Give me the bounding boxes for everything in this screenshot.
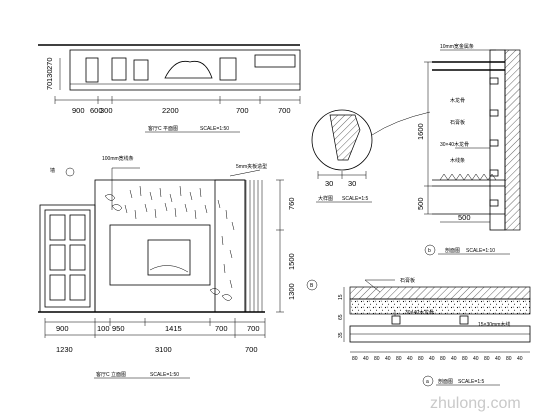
section-a-scale: SCALE=1:5 <box>458 379 484 385</box>
section-a-dim-left-2: 35 <box>338 332 344 338</box>
elev-dim-3100: 3100 <box>155 345 172 354</box>
plan-view: 900 300 2200 700 700 600 270 130 70 客厅C … <box>38 44 301 133</box>
plan-dim-270: 270 <box>45 57 54 70</box>
section-a-dim-6: 80 <box>418 356 424 362</box>
section-a-bottom-dims: 80 40 80 40 80 40 80 40 80 40 80 40 80 4… <box>352 356 523 362</box>
section-b-note-top: 10mm宽金属条 <box>440 43 474 50</box>
section-b-dim-1600: 1600 <box>416 123 425 140</box>
elevation-marker: B <box>310 283 314 289</box>
elev-dim-1300: 1300 <box>287 283 296 300</box>
elevation-view: 100mm宽线条 5mm夹板造型 墙 900 100 950 1415 700 … <box>38 155 318 379</box>
detail-circle-view: 30 30 大样图 SCALE=1:5 <box>311 109 431 203</box>
elev-dim-100: 100 <box>97 324 110 333</box>
section-a-dim-9: 40 <box>451 356 457 362</box>
section-a-dim-8: 80 <box>440 356 446 362</box>
section-a-dim-7: 40 <box>429 356 435 362</box>
elevation-label-a: 墙 <box>50 167 55 174</box>
section-a-dim-4: 80 <box>396 356 402 362</box>
section-a-dim-0: 80 <box>352 356 358 362</box>
section-a-dim-15: 40 <box>517 356 523 362</box>
section-a-dim-14: 80 <box>506 356 512 362</box>
section-b-label-2: 石膏板 <box>450 119 465 126</box>
elevation-note-top: 100mm宽线条 <box>102 155 134 162</box>
section-a-marker: a <box>426 379 429 385</box>
elev-dim-950: 950 <box>112 324 125 333</box>
plan-dim-700-b: 700 <box>278 106 291 115</box>
elev-dim-900: 900 <box>56 324 69 333</box>
section-a-dim-13: 40 <box>495 356 501 362</box>
elevation-scale: SCALE=1:50 <box>150 372 179 378</box>
section-a-dim-10: 80 <box>462 356 468 362</box>
plan-scale: SCALE=1:50 <box>200 126 229 132</box>
section-a-dim-left-0: 15 <box>338 294 344 300</box>
section-a-dim-2: 80 <box>374 356 380 362</box>
decorative-pattern <box>104 185 235 301</box>
elev-dim-1500: 1500 <box>287 253 296 270</box>
section-b-scale: SCALE=1:10 <box>466 248 495 254</box>
elev-dim-700-a: 700 <box>215 324 228 333</box>
elev-dim-700-b: 700 <box>247 324 260 333</box>
section-b-view: 10mm宽金属条 30×40木龙骨 木龙骨 石膏板 木线条 1600 500 5… <box>416 43 521 256</box>
section-b-caption: 剖面图 <box>445 247 460 254</box>
detail-scale: SCALE=1:5 <box>342 196 368 202</box>
elevation-note-right: 5mm夹板造型 <box>236 163 267 170</box>
elev-dim-760: 760 <box>287 197 296 210</box>
section-a-dim-1: 40 <box>363 356 369 362</box>
vertical-slat-panel <box>245 180 263 312</box>
section-a-note-top: 石膏板 <box>400 277 415 284</box>
detail-dim-30-a: 30 <box>325 179 333 188</box>
elev-dim-1230: 1230 <box>56 345 73 354</box>
section-b-marker: b <box>428 248 431 254</box>
section-b-dim-500-bottom: 500 <box>458 213 471 222</box>
plan-dim-600: 600 <box>90 106 103 115</box>
watermark: zhulong.com <box>430 395 521 412</box>
section-b-dim-500-left: 500 <box>416 197 425 210</box>
section-a-dim-5: 40 <box>407 356 413 362</box>
plan-dim-2200: 2200 <box>162 106 179 115</box>
plan-dim-900: 900 <box>72 106 85 115</box>
elevation-caption: 客厅C 立面图 <box>96 371 126 378</box>
plan-caption: 客厅C 平面图 <box>148 125 178 132</box>
section-b-note-mid: 30×40木龙骨 <box>440 141 469 148</box>
section-b-studs <box>489 77 499 207</box>
detail-caption: 大样图 <box>318 195 333 202</box>
section-a-dim-12: 80 <box>484 356 490 362</box>
plan-dim-70: 70 <box>45 82 54 90</box>
section-b-label-1: 木龙骨 <box>450 97 465 104</box>
section-a-view: 石膏板 30×40木龙骨 15×30mm木线 80 40 80 40 80 40… <box>338 277 531 387</box>
plan-dim-130: 130 <box>45 69 54 82</box>
section-a-dim-11: 40 <box>473 356 479 362</box>
section-a-note-mid: 30×40木龙骨 <box>405 309 434 316</box>
plan-dim-700-a: 700 <box>236 106 249 115</box>
section-a-note-right: 15×30mm木线 <box>478 321 510 328</box>
section-a-dim-3: 40 <box>385 356 391 362</box>
section-b-label-3: 木线条 <box>450 157 465 164</box>
elev-dim-1415: 1415 <box>165 324 182 333</box>
elev-dim-700-c: 700 <box>245 345 258 354</box>
section-a-caption: 剖面图 <box>438 378 453 385</box>
section-a-dim-left-1: 65 <box>338 314 344 320</box>
detail-dim-30-b: 30 <box>348 179 356 188</box>
plan-dim-300: 300 <box>100 106 113 115</box>
